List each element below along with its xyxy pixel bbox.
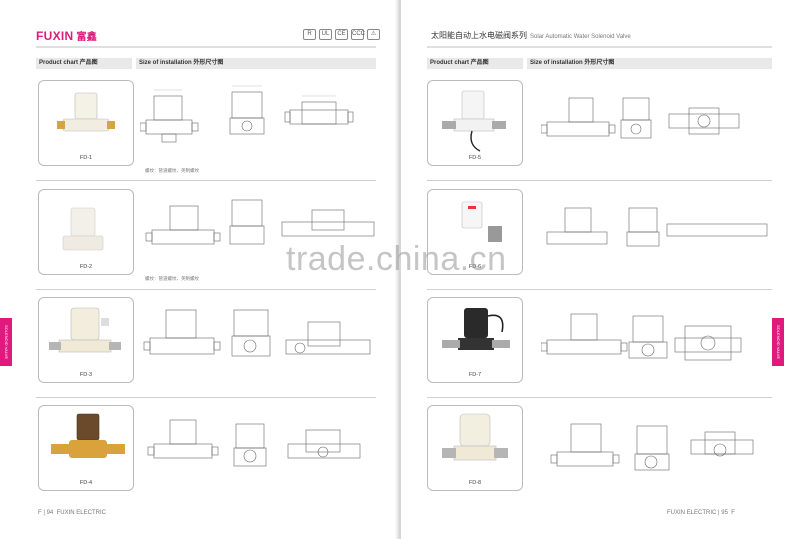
page-number: 94	[46, 510, 54, 516]
section-side-tab: SOLENOID VALVE	[772, 318, 784, 366]
product-image-fd-4: FD-4	[38, 405, 134, 491]
warning-icon: ⚠	[367, 29, 380, 40]
ce-icon: CE	[335, 29, 348, 40]
dimension-drawing-fd-6	[546, 207, 768, 247]
row-divider	[36, 397, 376, 398]
row-divider	[36, 289, 376, 290]
dimension-drawing-fd-5	[541, 97, 740, 139]
dimension-drawing-fd-3	[143, 309, 371, 357]
row-divider	[427, 180, 772, 181]
row-divider	[36, 180, 376, 181]
page-gutter	[395, 0, 405, 539]
valve-fd-8-image	[442, 413, 508, 461]
col-header-product: Product chart 产品图	[36, 58, 132, 69]
col-header-size: Size of installation 外形尺寸图	[527, 58, 772, 69]
row-divider	[427, 289, 772, 290]
col-header-size: Size of installation 外形尺寸图	[136, 58, 376, 69]
model-label: FD-7	[468, 372, 482, 378]
product-image-fd-6: FD-6	[427, 189, 523, 275]
certification-icons: R UL CE CCC ⚠	[303, 29, 380, 40]
valve-fd-7-image	[442, 308, 510, 350]
dimension-drawing-fd-7	[541, 313, 742, 361]
page-footer: FUXIN ELECTRIC | 95 F	[667, 510, 735, 516]
page-footer: F | 94 FUXIN ELECTRIC	[38, 510, 106, 516]
ccc-icon: CCC	[351, 29, 365, 40]
header-rule	[36, 46, 376, 48]
valve-fd-1-image	[57, 92, 115, 132]
model-label: FD-6	[468, 264, 482, 270]
model-label: FD-3	[79, 372, 93, 378]
rohs-icon: R	[303, 29, 316, 40]
product-image-fd-8: FD-8	[427, 405, 523, 491]
footer-letter: F	[38, 510, 42, 516]
thread-note: 螺纹：管道螺纹、英制螺纹	[145, 168, 199, 173]
section-side-tab: SOLENOID VALVE	[0, 318, 12, 366]
series-title-en: Solar Automatic Water Solenoid Valve	[530, 34, 631, 40]
model-label: FD-8	[468, 480, 482, 486]
footer-company: FUXIN ELECTRIC	[56, 510, 106, 516]
valve-fd-5-image	[442, 90, 506, 152]
valve-fd-2-image	[62, 207, 104, 251]
product-image-fd-7: FD-7	[427, 297, 523, 383]
model-label: FD-5	[468, 155, 482, 161]
brand-cn: 富鑫	[76, 32, 98, 43]
footer-company: FUXIN ELECTRIC	[667, 510, 717, 516]
valve-fd-3-image	[49, 307, 121, 353]
footer-letter: F	[731, 510, 735, 516]
watermark: trade.china.cn	[286, 240, 507, 278]
product-image-fd-2: FD-2	[38, 189, 134, 275]
valve-fd-4-image	[51, 413, 125, 458]
dimension-drawing-fd-1	[140, 85, 354, 143]
page-number: 95	[721, 510, 728, 516]
ul-icon: UL	[319, 29, 332, 40]
row-divider	[427, 397, 772, 398]
dimension-drawing-fd-8	[550, 423, 754, 471]
product-image-fd-1: FD-1	[38, 80, 134, 166]
product-image-fd-5: FD-5	[427, 80, 523, 166]
valve-fd-6-image	[461, 201, 502, 242]
brand-en: FUXIN	[36, 29, 74, 43]
dimension-drawing-fd-2	[145, 199, 375, 245]
dimension-drawing-fd-4	[147, 419, 361, 467]
product-image-fd-3: FD-3	[38, 297, 134, 383]
model-label: FD-1	[79, 155, 93, 161]
model-label: FD-2	[79, 264, 93, 270]
series-title-cn: 太阳能自动上水电磁阀系列	[431, 31, 527, 40]
header-rule	[427, 46, 772, 48]
thread-note: 螺纹：管道螺纹、英制螺纹	[145, 276, 199, 281]
model-label: FD-4	[79, 480, 93, 486]
col-header-product: Product chart 产品图	[427, 58, 523, 69]
